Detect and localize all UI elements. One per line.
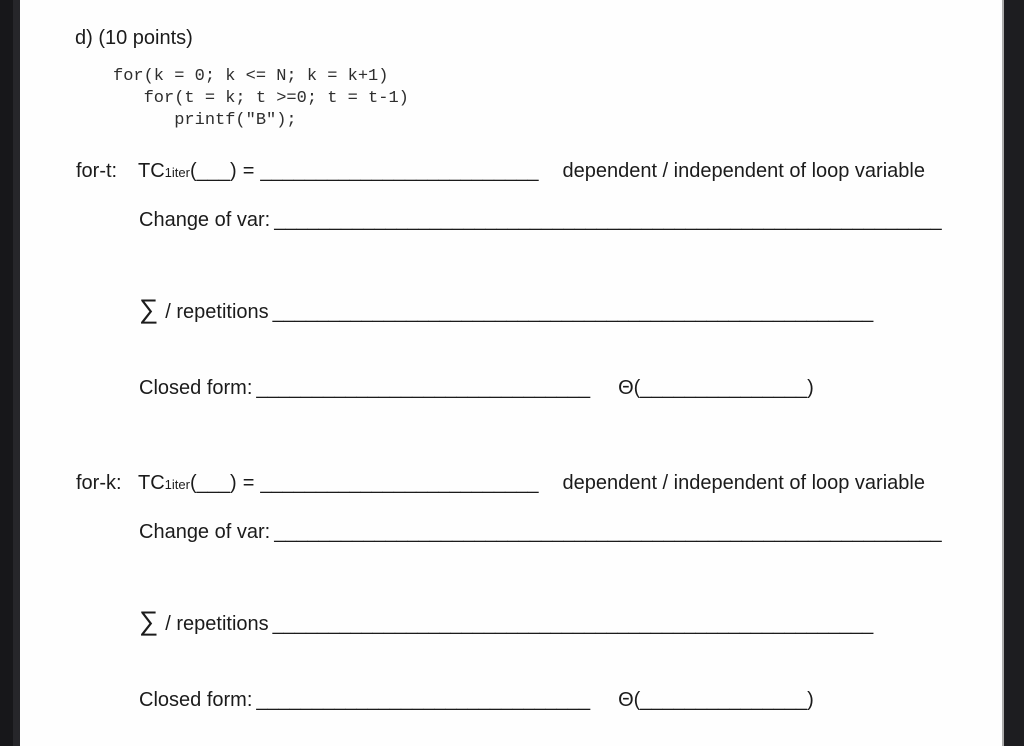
change-of-var-label: Change of var:: [139, 209, 271, 231]
code-line: printf("B");: [113, 111, 297, 130]
problem-heading: d) (10 points): [75, 27, 193, 49]
dependence-text: dependent / independent of loop variable: [562, 472, 925, 494]
repetitions-blank: ________________________________________…: [272, 613, 874, 635]
change-of-var-label: Change of var:: [139, 521, 271, 543]
for-t-sum-row: ∑ / repetitions ________________________…: [139, 294, 873, 325]
for-k-change-row: Change of var: _________________________…: [139, 521, 942, 544]
repetitions-label: / repetitions: [165, 613, 269, 635]
tc-subscript: 1iter: [164, 477, 190, 492]
code-line: for(k = 0; k <= N; k = k+1): [113, 67, 389, 86]
theta-blank: _______________: [640, 377, 808, 399]
theta-open: Θ(: [618, 689, 641, 711]
closed-form-blank: ______________________________: [256, 689, 591, 711]
tc-arg-blank: ___: [196, 160, 231, 182]
tc-symbol: TC: [138, 160, 165, 182]
for-t-label: for-t:: [76, 160, 118, 182]
repetitions-blank: ________________________________________…: [272, 301, 874, 323]
tc-value-blank: _________________________: [260, 472, 539, 494]
closed-form-label: Closed form:: [139, 377, 253, 399]
change-of-var-blank: ________________________________________…: [274, 209, 942, 231]
for-t-change-row: Change of var: _________________________…: [139, 209, 942, 232]
theta-close: ): [807, 689, 814, 711]
tc-subscript: 1iter: [164, 165, 190, 180]
window-edge-left: [0, 0, 20, 746]
window-edge-right: [1002, 0, 1024, 746]
for-k-closed-row: Closed form: ___________________________…: [139, 689, 814, 712]
paren-open: (: [189, 160, 197, 182]
for-t-closed-row: Closed form: ___________________________…: [139, 377, 814, 400]
change-of-var-blank: ________________________________________…: [274, 521, 942, 543]
for-k-label: for-k:: [76, 472, 122, 494]
paren-open: (: [189, 472, 197, 494]
sigma-symbol: ∑: [139, 606, 159, 636]
closed-form-blank: ______________________________: [256, 377, 591, 399]
code-block: for(k = 0; k <= N; k = k+1) for(t = k; t…: [113, 66, 409, 132]
worksheet-page: d) (10 points) for(k = 0; k <= N; k = k+…: [20, 0, 1002, 746]
tc-symbol: TC: [138, 472, 165, 494]
for-k-sum-row: ∑ / repetitions ________________________…: [139, 606, 873, 637]
repetitions-label: / repetitions: [165, 301, 269, 323]
closed-form-label: Closed form:: [139, 689, 253, 711]
code-line: for(t = k; t >=0; t = t-1): [113, 89, 409, 108]
equals-sign: =: [242, 472, 255, 494]
theta-close: ): [807, 377, 814, 399]
theta-blank: _______________: [640, 689, 808, 711]
tc-arg-blank: ___: [196, 472, 231, 494]
dependence-text: dependent / independent of loop variable: [562, 160, 925, 182]
tc-value-blank: _________________________: [260, 160, 539, 182]
sigma-symbol: ∑: [139, 294, 159, 324]
equals-sign: =: [242, 160, 255, 182]
paren-close: ): [230, 472, 237, 494]
theta-open: Θ(: [618, 377, 641, 399]
paren-close: ): [230, 160, 237, 182]
